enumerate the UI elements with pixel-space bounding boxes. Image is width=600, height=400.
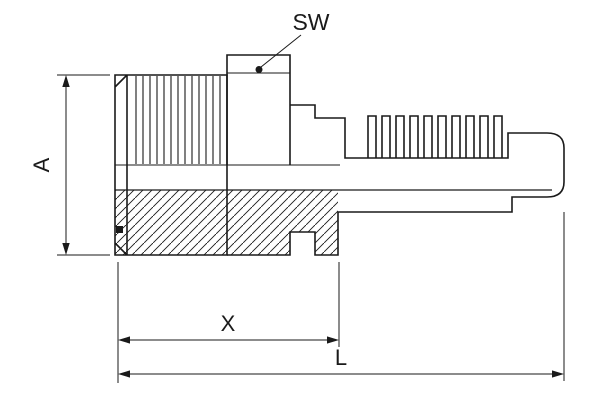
hose-barb-serrations — [367, 115, 503, 158]
body-profile-outline — [227, 104, 565, 256]
dimension-x: X — [117, 262, 340, 383]
dimension-a: A — [29, 74, 110, 256]
sw-leader-dot — [255, 66, 263, 73]
hex-nut-outline — [226, 54, 291, 165]
seal-detail — [116, 226, 123, 233]
sw-label: SW — [292, 9, 329, 35]
dimension-x-label: X — [221, 311, 236, 336]
dimension-a-extension-lines — [57, 74, 110, 256]
sw-leader-line — [260, 34, 302, 68]
dimension-l-label: L — [335, 345, 347, 370]
sw-callout: SW — [255, 9, 330, 73]
dimension-a-label: A — [29, 157, 54, 172]
thread-lines — [135, 76, 221, 164]
dimension-x-extension-lines — [117, 262, 340, 383]
dimension-l: L — [118, 212, 565, 381]
